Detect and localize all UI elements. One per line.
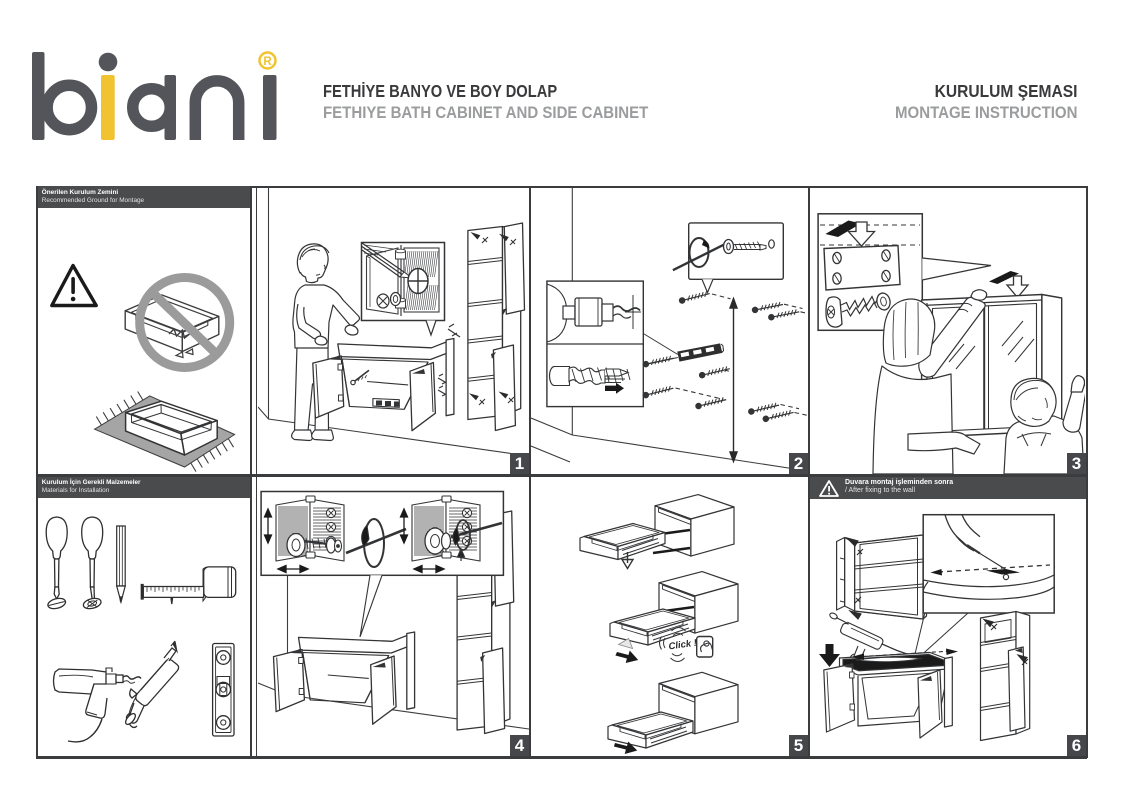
- svg-text:Click !: Click !: [667, 637, 697, 652]
- svg-text:R: R: [263, 56, 272, 68]
